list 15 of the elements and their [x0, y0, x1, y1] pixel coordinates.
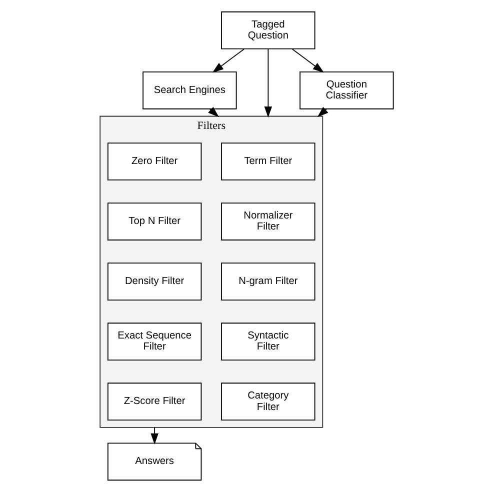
arrow — [150, 427, 158, 444]
node-box: Normalizer Filter — [220, 202, 315, 240]
node-box: N-gram Filter — [220, 262, 315, 300]
arrow — [212, 48, 244, 73]
arrow — [264, 48, 272, 118]
node-box: Term Filter — [220, 142, 315, 180]
node-box: Category Filter — [220, 382, 315, 421]
node-box: Z-Score Filter — [106, 382, 202, 421]
node-box: Density Filter — [106, 262, 202, 300]
node-box: Exact Sequence Filter — [106, 322, 202, 361]
node-box: Zero Filter — [106, 142, 202, 180]
node-box: Syntactic Filter — [220, 322, 315, 361]
arrow — [291, 48, 324, 73]
node-box: Tagged Question — [220, 11, 315, 50]
node-box: Top N Filter — [106, 202, 202, 240]
